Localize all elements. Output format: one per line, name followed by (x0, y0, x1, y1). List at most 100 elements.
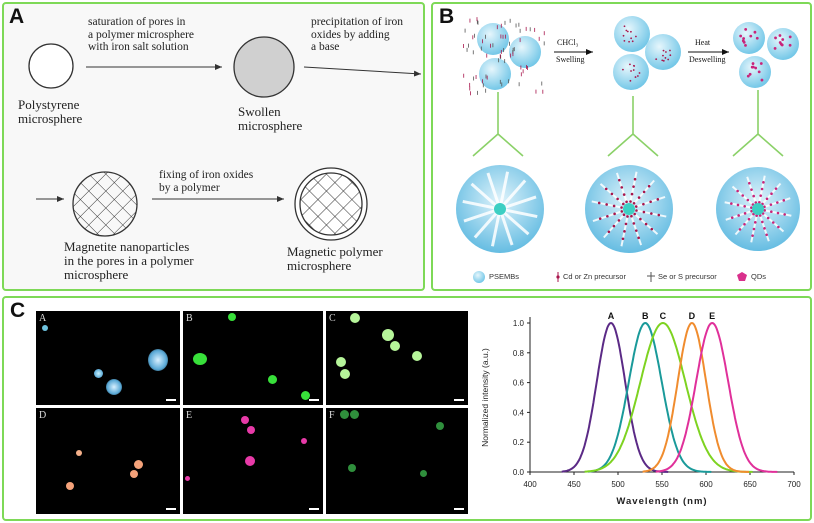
pore-dot (776, 211, 780, 215)
pore-dot (755, 214, 758, 217)
x-axis-label: Wavelength (nm) (616, 496, 707, 507)
bead-1b (509, 36, 541, 68)
micrograph-a-label: A (39, 313, 47, 324)
micrograph-e: E (183, 408, 323, 514)
qd-dot (759, 62, 763, 65)
pore-dot (639, 217, 642, 221)
pore-dot (618, 178, 621, 182)
precursor-dot (662, 59, 665, 62)
legend-qds: QDs (751, 272, 766, 281)
swelling-bottom-text: Swelling (556, 55, 585, 64)
pore-dot (612, 204, 616, 208)
micrograph-a: A (36, 311, 180, 405)
y-tick-label: 0.8 (513, 349, 525, 358)
pore-dot (730, 216, 734, 219)
precursor-dot (630, 37, 633, 40)
pore-dot (634, 205, 638, 208)
pore-dot (634, 229, 638, 232)
qd-dot (788, 35, 792, 39)
qd-dot (757, 70, 761, 74)
pore-dot (598, 217, 602, 220)
x-tick-label: 500 (611, 480, 625, 489)
qd-dot (749, 34, 753, 38)
precursor-dot (634, 76, 637, 78)
pore-dot (633, 177, 637, 181)
pore-dot (763, 227, 766, 230)
pore-dot (623, 230, 626, 233)
pore-dot (622, 193, 626, 196)
qd-dot (744, 43, 747, 47)
pore-dot (633, 212, 636, 216)
pore-dot (629, 200, 632, 203)
bead-3c (739, 56, 771, 88)
pore-dot (624, 222, 628, 226)
pore-dot (736, 189, 739, 193)
pore-dot (642, 210, 646, 214)
qd-dot (760, 78, 764, 82)
panel-a-drawing (28, 36, 422, 241)
pore-dot (730, 202, 733, 205)
pore-lines (462, 171, 792, 247)
bead-2b (645, 34, 681, 70)
qd-dot (742, 40, 746, 44)
series-A-label: A (608, 311, 615, 321)
pore-dot (650, 227, 654, 231)
pore-dot (647, 184, 651, 188)
pore-dot (770, 210, 773, 214)
polystyrene-microsphere (28, 43, 74, 89)
pore-dot (632, 222, 636, 225)
precursor-dots (463, 17, 792, 96)
pore-dot (771, 221, 775, 224)
panel-c: C A B C D E (2, 296, 812, 521)
pore-dot (752, 194, 755, 198)
pore-dot (632, 202, 636, 205)
series-E-line (655, 321, 778, 473)
pore-dot (763, 209, 766, 212)
pore-dot (656, 198, 660, 201)
pore-dot (774, 187, 778, 190)
y-tick-label: 0.0 (513, 468, 525, 477)
legend-cd: Cd or Zn precursor (563, 272, 626, 281)
legend-se: Se or S precursor (658, 272, 717, 281)
micrograph-d-label: D (39, 410, 47, 421)
pore-dot (738, 228, 742, 231)
pore-dot (752, 227, 756, 231)
pore-line (499, 207, 530, 236)
series-A-line (561, 321, 669, 473)
pore-dot (765, 233, 768, 237)
fork-lines (472, 90, 784, 157)
pore-dot (637, 196, 641, 199)
precursor-dot (633, 65, 636, 67)
pore-dot (612, 224, 616, 228)
qd-dot (739, 34, 743, 38)
core-2 (623, 203, 635, 215)
deswelling-bottom-text: Deswelling (689, 55, 726, 64)
pore-dot (613, 212, 616, 216)
pore-dot (597, 201, 601, 205)
pore-line (498, 208, 514, 246)
qd-dot (774, 36, 777, 40)
pore-line (498, 179, 527, 210)
pore-dot (737, 214, 740, 217)
pore-dot (650, 212, 653, 215)
micrograph-b-label: B (186, 313, 193, 324)
arrow-step2 (303, 66, 422, 77)
pore-dot (620, 210, 624, 213)
precursor-dot (669, 49, 671, 52)
qd-dot (778, 34, 782, 37)
pore-dot (610, 192, 614, 196)
pore-line (463, 207, 501, 223)
qd-dot (780, 43, 784, 47)
pore-dot (620, 186, 624, 189)
series-D-label: D (689, 311, 696, 321)
pore-dot (637, 236, 640, 240)
pore-dot (626, 215, 629, 218)
bead-1a (477, 23, 509, 55)
precursor-dot (626, 30, 629, 33)
precursor-dot (629, 63, 631, 66)
legend-psembs-icon (473, 271, 485, 283)
